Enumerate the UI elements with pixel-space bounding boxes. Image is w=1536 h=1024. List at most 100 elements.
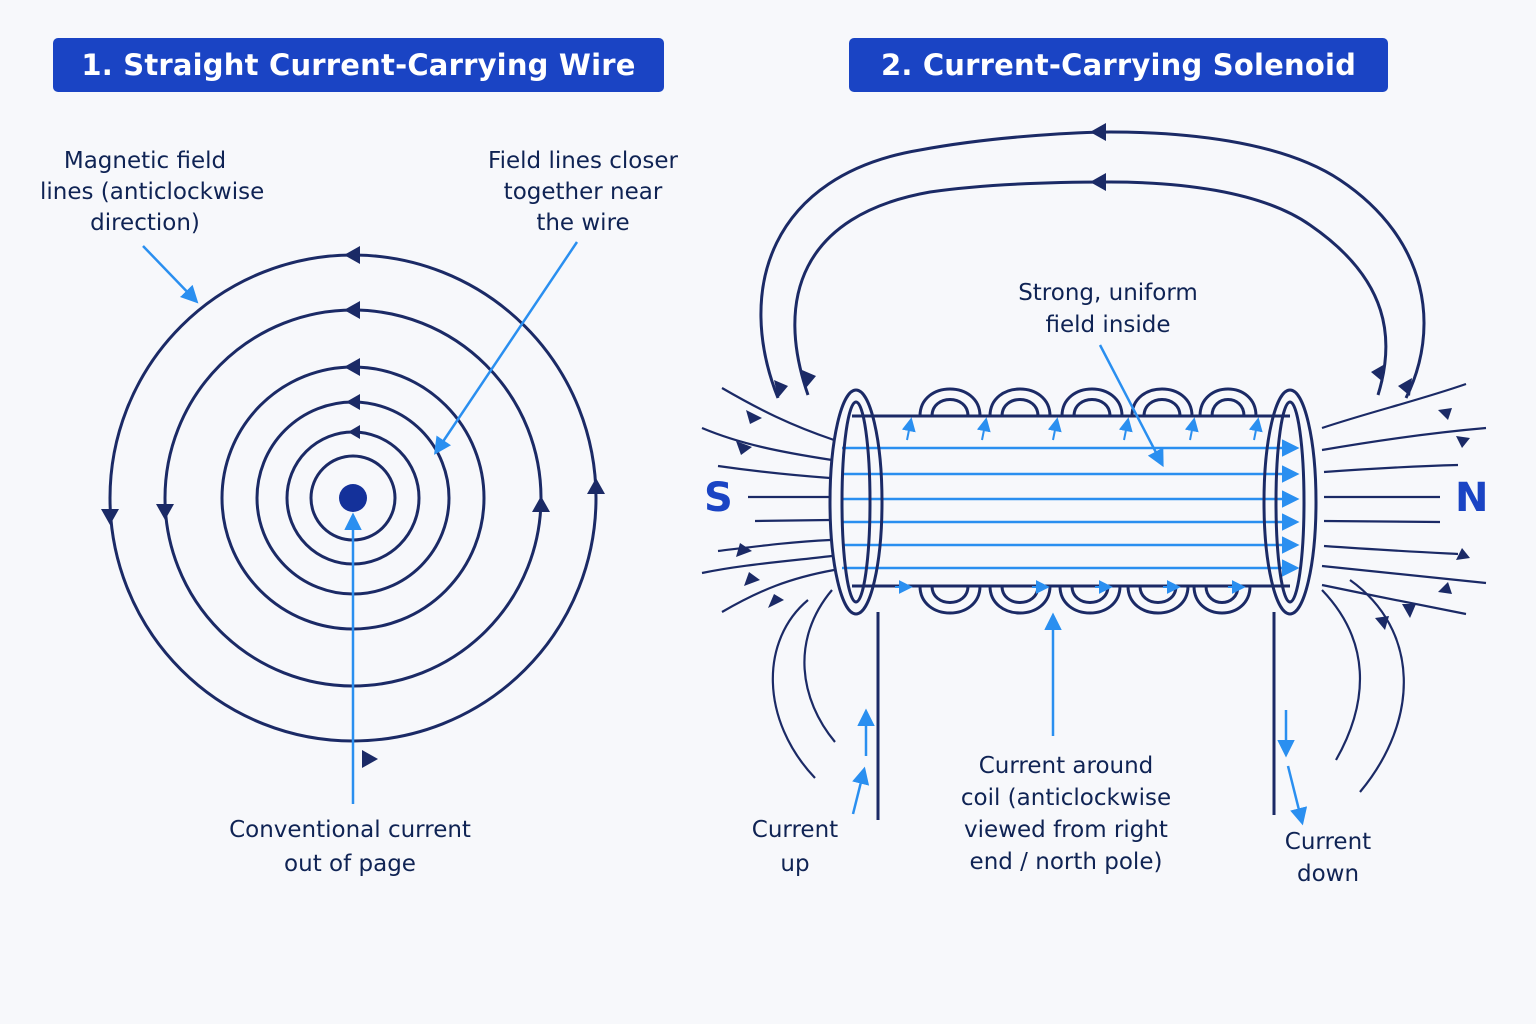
pointer-current-up-2	[851, 766, 870, 815]
label-line: lines (anticlockwise	[40, 179, 265, 205]
arrow-head	[101, 509, 119, 525]
label-line: out of page	[284, 851, 416, 877]
left-line	[754, 518, 831, 523]
label-magnetic-field-lines: Magnetic field lines (anticlockwise dire…	[40, 146, 265, 239]
solenoid-coil	[828, 387, 1318, 820]
label-line: Magnetic field	[63, 148, 227, 174]
coil-current-arrows	[895, 417, 1263, 594]
wire-pointers	[142, 241, 579, 804]
outer-loop-1	[759, 130, 1426, 399]
label-line: up	[780, 851, 810, 877]
label-line: the wire	[536, 210, 630, 236]
label-line: coil (anticlockwise	[960, 785, 1172, 811]
coil-turn-top	[1060, 387, 1124, 417]
solenoid-inside-field	[842, 439, 1300, 577]
label-current-down: Current down	[1276, 826, 1380, 890]
pole-north: N	[1455, 475, 1489, 521]
label-line: viewed from right	[964, 817, 1168, 843]
arrow-head	[1402, 604, 1416, 618]
arrow-head	[736, 543, 752, 557]
label-current-up: Current up	[745, 813, 845, 881]
solenoid-left-field	[701, 387, 836, 779]
left-line	[803, 589, 836, 743]
pole-south: S	[704, 475, 733, 521]
current-arrow-top	[1248, 417, 1263, 441]
label-strong-uniform-field: Strong, uniform field inside	[1010, 277, 1206, 341]
arrow-head	[1438, 408, 1452, 420]
coil-end-left	[828, 388, 884, 616]
right-line	[1321, 382, 1467, 430]
title-straight-wire: 1. Straight Current-Carrying Wire	[53, 38, 664, 92]
right-line	[1321, 589, 1362, 761]
arrow-head	[1456, 548, 1470, 560]
arrow-head	[362, 750, 378, 768]
arrow-head	[1090, 123, 1106, 141]
current-arrow-top	[1184, 417, 1199, 441]
wire-cross-section	[339, 484, 367, 512]
solenoid-right-field	[1321, 382, 1487, 793]
left-line	[717, 538, 831, 553]
current-arrow-top	[1118, 417, 1133, 441]
coil-turn-top	[988, 387, 1052, 417]
label-line: Conventional current	[229, 817, 471, 843]
arrow-head	[1398, 378, 1412, 396]
left-field-arrows	[736, 410, 784, 608]
left-line	[721, 387, 835, 442]
arrow-head	[1375, 616, 1389, 630]
left-line	[721, 568, 835, 613]
label-conventional-current: Conventional current out of page	[218, 813, 482, 881]
label-line: direction)	[90, 210, 200, 236]
arrow-head	[346, 394, 360, 410]
coil-turn-bottom	[988, 585, 1052, 615]
arrow-head	[736, 441, 752, 455]
coil-turn-top	[918, 387, 982, 417]
label-line: Current around	[978, 753, 1154, 779]
coil-end-left-inner	[840, 400, 872, 604]
title-solenoid: 2. Current-Carrying Solenoid	[849, 38, 1388, 92]
coil-turn-bottom	[1058, 585, 1122, 615]
arrow-head	[802, 370, 816, 388]
arrow-head	[348, 425, 360, 439]
right-line	[1349, 579, 1405, 793]
label-line: Current	[1284, 829, 1372, 855]
right-line	[1323, 544, 1459, 556]
arrow-head	[1090, 173, 1106, 191]
current-arrow-top	[976, 417, 991, 441]
coil-turn-bottom	[1126, 585, 1190, 615]
solenoid-pointers	[851, 344, 1308, 826]
right-line	[1323, 463, 1459, 474]
arrow-head	[156, 504, 174, 520]
arrow-head	[587, 478, 605, 494]
current-arrow-top	[1047, 417, 1062, 441]
arrow-head	[1438, 582, 1452, 594]
outer-loop-2	[793, 180, 1388, 396]
wire-field-arrows	[101, 246, 605, 768]
label-line: Current	[751, 817, 839, 843]
coil-end-right-inner	[1274, 400, 1306, 604]
coil-turn-top	[1130, 387, 1194, 417]
right-line	[1321, 583, 1467, 616]
arrow-head	[1371, 364, 1385, 382]
left-line	[771, 599, 816, 779]
label-current-around-coil: Current around coil (anticlockwise viewe…	[956, 750, 1176, 878]
label-line: field inside	[1045, 312, 1171, 338]
coil-turn-top	[1198, 387, 1258, 417]
right-field-arrows	[1375, 408, 1470, 630]
arrow-head	[746, 410, 762, 424]
coil-turn-bottom	[1192, 585, 1252, 615]
label-line: Strong, uniform	[1018, 280, 1198, 306]
coil-turn-bottom	[918, 585, 982, 615]
pointer-closer	[434, 241, 579, 455]
arrow-head	[344, 358, 360, 376]
left-line	[717, 464, 831, 480]
arrow-head	[774, 380, 788, 398]
coil-end-right	[1262, 388, 1318, 616]
arrow-head	[344, 246, 360, 264]
arrow-head	[532, 496, 550, 512]
label-field-lines-closer: Field lines closer together near the wir…	[482, 146, 684, 239]
label-line: down	[1296, 861, 1360, 887]
right-line	[1321, 426, 1487, 452]
pointer-field-lines	[142, 245, 199, 304]
right-line	[1321, 564, 1487, 585]
